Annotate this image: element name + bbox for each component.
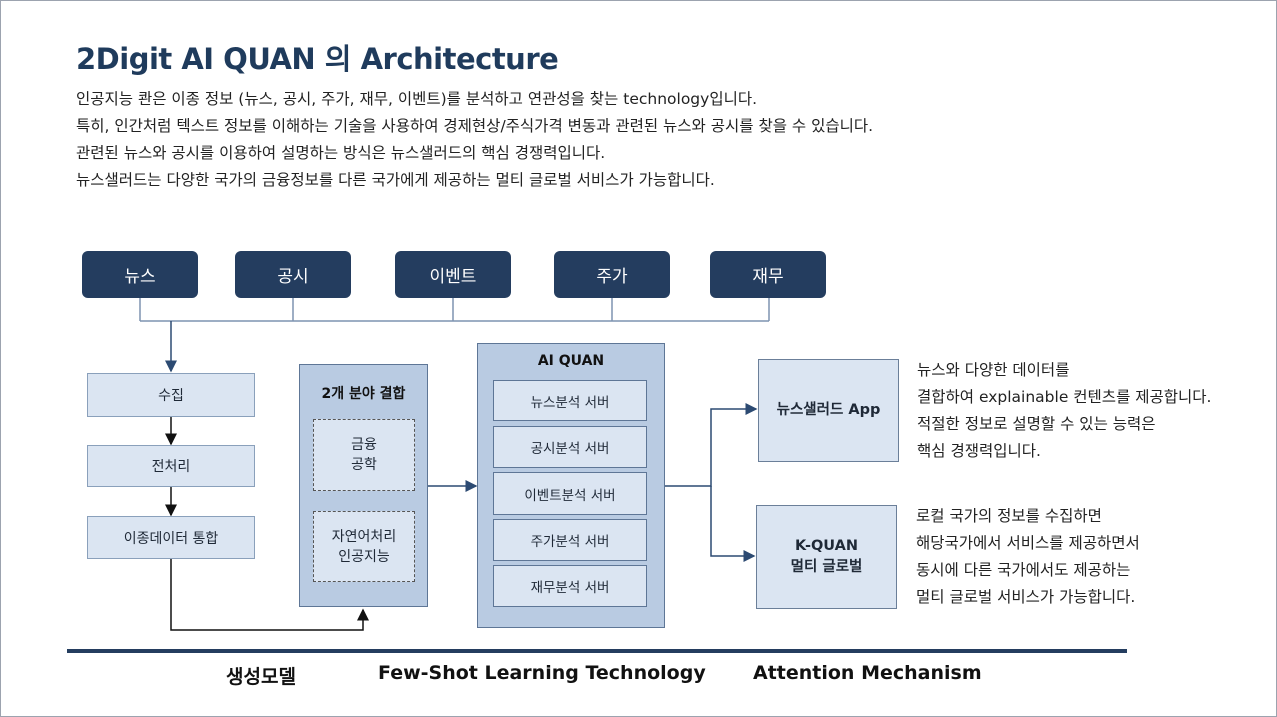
fusion-item-line: 금융 xyxy=(351,437,377,453)
desc-line: 뉴스와 다양한 데이터를 xyxy=(917,361,1070,379)
fusion-nlp-ai: 자연어처리 인공지능 xyxy=(313,511,415,582)
desc-line: 핵심 경쟁력입니다. xyxy=(917,442,1041,460)
tech-generative-model: 생성모델 xyxy=(226,666,296,688)
source-bus-lines xyxy=(139,298,770,322)
aiquan-title: AI QUAN xyxy=(537,353,605,369)
integrate-to-fusion-arrow xyxy=(170,559,369,631)
intro-line: 관련된 뉴스와 공시를 이용하여 설명하는 방식은 뉴스샐러드의 핵심 경쟁력입… xyxy=(76,144,606,162)
fusion-finance-engineering: 금융 공학 xyxy=(313,419,415,491)
desc-line: 로컬 국가의 정보를 수집하면 xyxy=(916,507,1102,525)
intro-text: 인공지능 콴은 이종 정보 (뉴스, 공시, 주가, 재무, 이벤트)를 분석하… xyxy=(76,86,873,194)
app-description: 뉴스와 다양한 데이터를 결합하여 explainable 컨텐츠를 제공합니다… xyxy=(917,357,1211,465)
pipeline-integrate: 이종데이터 통합 xyxy=(87,516,255,559)
source-disclosure: 공시 xyxy=(235,251,351,298)
page-title: 2Digit AI QUAN 의 Architecture xyxy=(76,42,559,76)
output-label: K-QUAN xyxy=(794,538,858,554)
desc-line: 결합하여 explainable 컨텐츠를 제공합니다. xyxy=(917,388,1212,406)
desc-line: 해당국가에서 서비스를 제공하면서 xyxy=(916,534,1140,552)
aiquan-to-kquan-arrow xyxy=(710,486,756,562)
output-label: 멀티 글로벌 xyxy=(790,559,863,575)
output-newssalad-app: 뉴스샐러드 App xyxy=(758,359,899,462)
server-disclosure: 공시분석 서버 xyxy=(493,426,647,468)
output-label: 뉴스샐러드 App xyxy=(776,402,881,418)
desc-line: 멀티 글로벌 서비스가 가능합니다. xyxy=(916,588,1136,606)
fusion-item-line: 인공지능 xyxy=(338,548,390,565)
aiquan-to-app-arrow xyxy=(665,403,758,487)
fusion-item-line: 자연어처리 xyxy=(331,528,397,545)
kquan-description: 로컬 국가의 정보를 수집하면 해당국가에서 서비스를 제공하면서 동시에 다른… xyxy=(916,503,1140,611)
pipeline-preprocess: 전처리 xyxy=(87,445,255,487)
source-stock-price: 주가 xyxy=(554,251,670,298)
server-stock-price: 주가분석 서버 xyxy=(493,519,647,561)
intro-line: 뉴스샐러드는 다양한 국가의 금융정보를 다른 국가에게 제공하는 멀티 글로벌… xyxy=(76,171,715,189)
source-news: 뉴스 xyxy=(82,251,198,298)
desc-line: 동시에 다른 국가에서도 제공하는 xyxy=(916,561,1131,579)
intro-line: 인공지능 콴은 이종 정보 (뉴스, 공시, 주가, 재무, 이벤트)를 분석하… xyxy=(76,90,758,108)
fusion-title: 2개 분야 결합 xyxy=(321,386,406,402)
output-kquan: K-QUAN 멀티 글로벌 xyxy=(756,505,897,609)
server-news: 뉴스분석 서버 xyxy=(493,380,647,421)
fusion-item-line: 공학 xyxy=(351,457,377,473)
server-event: 이벤트분석 서버 xyxy=(493,472,647,515)
tech-few-shot: Few-Shot Learning Technology xyxy=(378,662,706,684)
source-financials: 재무 xyxy=(710,251,826,298)
tech-attention: Attention Mechanism xyxy=(753,662,982,684)
server-financials: 재무분석 서버 xyxy=(493,565,647,607)
source-event: 이벤트 xyxy=(395,251,511,298)
intro-line: 특히, 인간처럼 텍스트 정보를 이해하는 기술을 사용하여 경제현상/주식가격… xyxy=(76,117,874,135)
desc-line: 적절한 정보로 설명할 수 있는 능력은 xyxy=(917,415,1156,433)
pipeline-collect: 수집 xyxy=(87,373,255,417)
